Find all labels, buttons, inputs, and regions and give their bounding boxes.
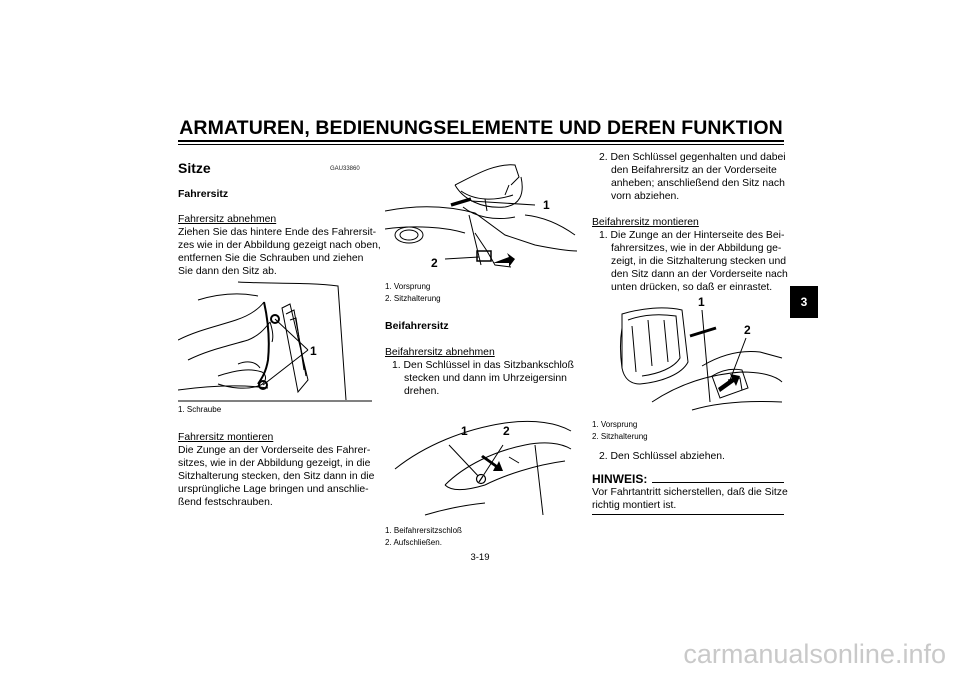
- note-rule-top: [652, 482, 784, 483]
- figure2-captions: 1. Beifahrersitzschloß 2. Aufschließen.: [385, 525, 462, 549]
- text-line: zeigt, in die Sitzhalterung stecken und: [611, 256, 787, 267]
- caption-sitzhalterung: 2. Sitzhalterung: [385, 294, 441, 303]
- text-line: Die Zunge an der Vorderseite des Fahrer-: [178, 445, 371, 456]
- text-line: vorn abziehen.: [611, 191, 680, 202]
- caption-vorsprung: 1. Vorsprung: [385, 282, 431, 291]
- figure-driver-seat-holder: 1 2: [385, 164, 577, 270]
- install-passenger-seat-block: Beifahrersitz montieren: [592, 216, 792, 229]
- note-body: Vor Fahrtantritt sicherstellen, daß die …: [592, 486, 792, 512]
- text-line: stecken und dann im Uhrzeigersinn: [404, 373, 567, 384]
- passenger-install-step-1: 1. Die Zunge an der Hinterseite des Bei-…: [592, 229, 811, 294]
- install-driver-seat-block: Fahrersitz montieren Die Zunge an der Vo…: [178, 431, 378, 509]
- text-line: drehen.: [404, 386, 440, 397]
- text-line: Sitzhalterung stecken, den Sitz dann in …: [178, 471, 375, 482]
- text-line: zes wie in der Abbildung gezeigt nach ob…: [178, 240, 381, 251]
- page-number: 3-19: [470, 552, 490, 563]
- text-line: 1. Die Zunge an der Hinterseite des Bei-: [599, 230, 785, 241]
- figure-label: 1: [310, 344, 317, 358]
- text-line: sitzes, wie in der Abbildung gezeigt, in…: [178, 458, 371, 469]
- text-line: fahrersitzes, wie in der Abbildung ge-: [611, 243, 782, 254]
- figure3-captions: 1. Vorsprung 2. Sitzhalterung: [592, 419, 648, 443]
- text-line: den Beifahrersitz an der Vorderseite: [611, 165, 777, 176]
- remove-passenger-seat-block: Beifahrersitz abnehmen: [385, 346, 585, 359]
- watermark: carmanualsonline.info: [683, 639, 946, 669]
- page-header-title: ARMATUREN, BEDIENUNGSELEMENTE UND DEREN …: [179, 117, 783, 139]
- figure-label: 2: [503, 424, 510, 438]
- text-line: Sie dann den Sitz ab.: [178, 266, 277, 277]
- install-driver-seat-heading: Fahrersitz montieren: [178, 432, 274, 443]
- remove-driver-seat-block: Fahrersitz abnehmen Ziehen Sie das hinte…: [178, 213, 381, 278]
- figure-passenger-seat-lock: 1 2: [394, 420, 572, 516]
- header-rule: [178, 140, 784, 142]
- chapter-tab[interactable]: 3: [790, 286, 818, 318]
- text-line: Vor Fahrtantritt sicherstellen, daß die …: [592, 487, 788, 498]
- text-line: den Sitz dann an der Vorderseite nach: [611, 269, 788, 280]
- caption-sitzhalterung: 2. Sitzhalterung: [592, 432, 648, 441]
- remove-passenger-seat-heading: Beifahrersitz abnehmen: [385, 347, 495, 358]
- caption-schraube: 1. Schraube: [178, 405, 222, 414]
- text-line: anheben; anschließend den Sitz nach: [611, 178, 785, 189]
- caption-beifahrersitzschloss: 1. Beifahrersitzschloß: [385, 526, 462, 535]
- figure-driver-seat-screw: 1: [178, 281, 372, 402]
- figure-label: 1: [543, 198, 550, 212]
- passenger-install-step-2: 2. Den Schlüssel abziehen.: [599, 451, 725, 462]
- figure-label: 2: [744, 323, 751, 337]
- text-line: 1. Den Schlüssel in das Sitzbankschloß: [392, 360, 574, 371]
- doc-code: GAU33860: [330, 166, 360, 172]
- text-line: unten drücken, so daß er einrastet.: [611, 282, 773, 293]
- note-label: HINWEIS:: [592, 472, 648, 486]
- section-title: Sitze: [178, 160, 211, 176]
- remove-driver-seat-heading: Fahrersitz abnehmen: [178, 214, 277, 225]
- figure-passenger-seat-install: 1 2: [620, 295, 783, 411]
- passenger-remove-step-2: 2. Den Schlüssel gegenhalten und dabei d…: [592, 151, 811, 203]
- figure-label: 2: [431, 256, 438, 270]
- text-line: ßend festschrauben.: [178, 497, 273, 508]
- figure-label: 1: [461, 424, 468, 438]
- note-rule-bottom: [592, 514, 784, 515]
- subhead-fahrersitz: Fahrersitz: [178, 188, 229, 200]
- header-rule-thin: [178, 144, 784, 145]
- text-line: Ziehen Sie das hintere Ende des Fahrersi…: [178, 227, 377, 238]
- text-line: ursprüngliche Lage bringen und anschlie-: [178, 484, 369, 495]
- caption-vorsprung: 1. Vorsprung: [592, 420, 638, 429]
- passenger-remove-step-1: 1. Den Schlüssel in das Sitzbankschloß s…: [385, 359, 604, 398]
- caption-aufschliessen: 2. Aufschließen.: [385, 538, 442, 547]
- figure-label: 1: [698, 295, 705, 309]
- text-line: entfernen Sie die Schrauben und ziehen: [178, 253, 364, 264]
- text-line: 2. Den Schlüssel gegenhalten und dabei: [599, 152, 786, 163]
- figure1-captions: 1. Vorsprung 2. Sitzhalterung: [385, 281, 441, 305]
- install-passenger-seat-heading: Beifahrersitz montieren: [592, 217, 699, 228]
- text-line: richtig montiert ist.: [592, 500, 677, 511]
- subhead-beifahrersitz: Beifahrersitz: [385, 320, 449, 332]
